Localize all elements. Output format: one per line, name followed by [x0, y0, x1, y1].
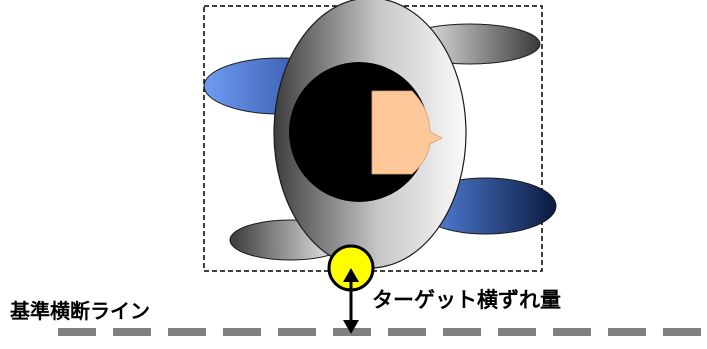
offset-arrow [343, 268, 359, 334]
face-shape [371, 90, 443, 175]
target-offset-label: ターゲット横ずれ量 [372, 289, 561, 312]
reference-line-label: 基準横断ライン [10, 301, 150, 323]
